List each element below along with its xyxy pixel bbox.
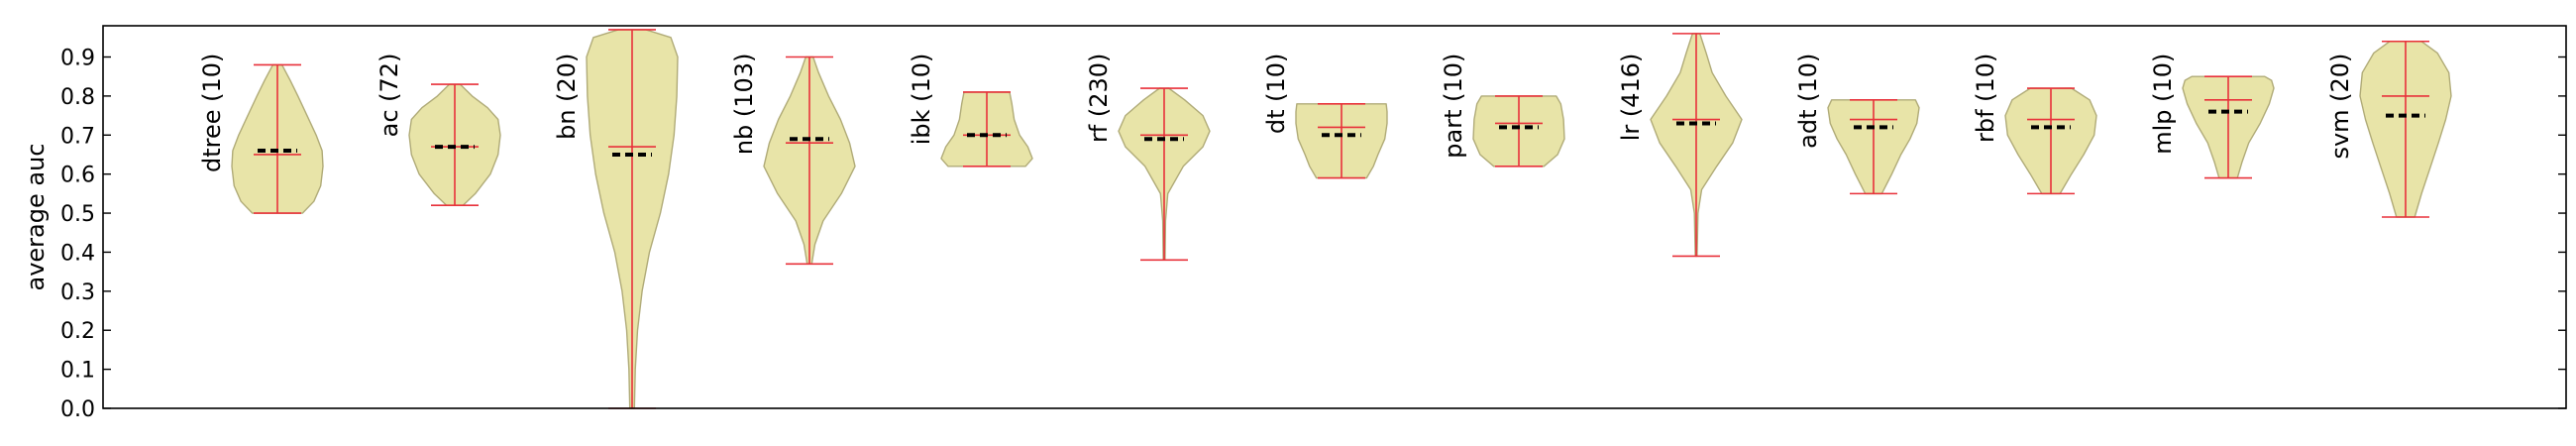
y-tick-label: 0.2 — [60, 319, 95, 344]
violin-0: dtree (10) — [198, 54, 324, 214]
y-tick-label: 0.3 — [60, 280, 95, 305]
violin-11: mlp (10) — [2149, 54, 2275, 179]
violin-label: dt (10) — [1262, 54, 1290, 135]
violin-label: mlp (10) — [2149, 54, 2177, 155]
violin-8: lr (416) — [1617, 33, 1743, 258]
violin-label: ac (72) — [376, 54, 403, 138]
violin-3: nb (103) — [730, 54, 856, 266]
violin-label: nb (103) — [730, 54, 758, 156]
violin-label: bn (20) — [553, 54, 581, 140]
violin-label: adt (10) — [1794, 54, 1822, 149]
y-tick-label: 0.6 — [60, 164, 95, 188]
violin-label: rf (230) — [1085, 54, 1113, 143]
y-tick-label: 0.9 — [60, 47, 95, 71]
y-tick-label: 0.1 — [60, 359, 95, 384]
violin-4: ibk (10) — [908, 54, 1033, 167]
violin-6: dt (10) — [1262, 54, 1388, 179]
y-axis-label: average auc — [22, 144, 50, 291]
y-axis: 0.0 0.1 0.2 0.3 0.4 0.5 0.6 0.7 0.8 0.9 — [60, 47, 2566, 422]
violin-5: rf (230) — [1085, 54, 1211, 262]
violin-label: part (10) — [1440, 54, 1467, 159]
y-tick-label: 0.4 — [60, 241, 95, 266]
violin-label: dtree (10) — [198, 54, 226, 172]
violin-12: svm (20) — [2326, 40, 2452, 218]
plot-frame — [102, 25, 2567, 409]
violin-label: rbf (10) — [1972, 54, 1999, 143]
violins-group: dtree (10) ac (72) bn (20) nb (103) ibk (10)… — [198, 29, 2452, 409]
violin-2: bn (20) — [553, 29, 679, 409]
y-tick-label: 0.7 — [60, 124, 95, 149]
violin-label: ibk (10) — [908, 54, 935, 146]
violin-label: svm (20) — [2326, 54, 2354, 160]
violin-7: part (10) — [1440, 54, 1565, 167]
violin-10: rbf (10) — [1972, 54, 2097, 195]
y-tick-label: 0.0 — [60, 397, 95, 422]
y-tick-label: 0.8 — [60, 85, 95, 110]
violin-1: ac (72) — [376, 54, 501, 206]
violin-label: lr (416) — [1617, 54, 1645, 142]
y-tick-label: 0.5 — [60, 202, 95, 227]
violin-9: adt (10) — [1794, 54, 1920, 195]
